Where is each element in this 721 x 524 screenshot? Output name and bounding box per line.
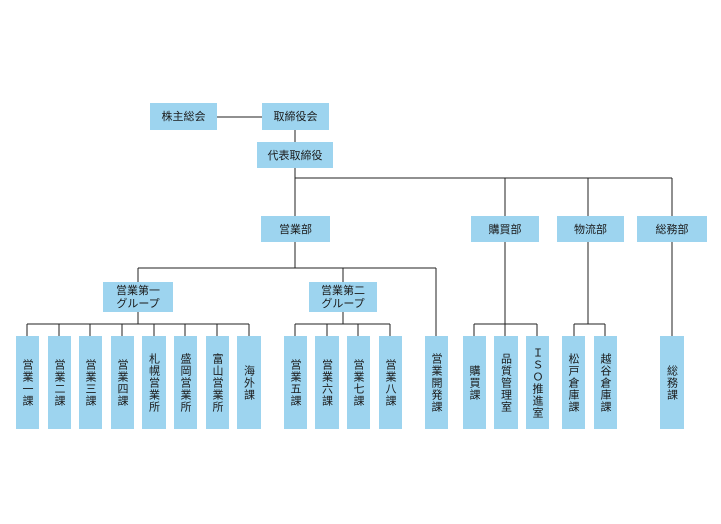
unit-box: 越谷倉庫課 <box>594 336 617 429</box>
unit-box: 営業六課 <box>315 336 339 429</box>
general-affairs-department-box: 総務部 <box>637 216 707 242</box>
unit-box: 札幌営業所 <box>142 336 166 429</box>
unit-label: 営業一課 <box>21 358 34 407</box>
board-of-directors-label: 取締役会 <box>273 110 318 123</box>
unit-box: 営業八課 <box>379 336 402 429</box>
unit-box: 営業五課 <box>284 336 307 429</box>
sales-group-2-box: 営業第二 グループ <box>309 282 377 312</box>
sales-development-box: 営業開発課 <box>425 336 448 429</box>
unit-label: 営業三課 <box>84 358 97 407</box>
unit-label: 営業四課 <box>116 358 129 407</box>
unit-label: 営業二課 <box>53 358 66 407</box>
unit-box: 営業三課 <box>79 336 102 429</box>
unit-box: 盛岡営業所 <box>174 336 197 429</box>
unit-label: 富山営業所 <box>211 352 224 413</box>
purchasing-department-box: 購買部 <box>471 216 539 242</box>
unit-box: 海外課 <box>237 336 261 429</box>
unit-box: 営業四課 <box>111 336 134 429</box>
unit-label: 札幌営業所 <box>147 352 161 413</box>
sales-group-1-label: 営業第一 グループ <box>116 284 160 310</box>
unit-box: 購買課 <box>463 336 486 429</box>
sales-group-1-box: 営業第一 グループ <box>103 282 173 312</box>
sales-department-box: 営業部 <box>261 216 330 242</box>
unit-label: 盛岡営業所 <box>179 352 192 413</box>
unit-box: 富山営業所 <box>206 336 229 429</box>
sales-department-label: 営業部 <box>279 222 312 236</box>
unit-label: 営業七課 <box>352 358 365 407</box>
representative-director-box: 代表取締役 <box>257 142 333 168</box>
unit-box: ＩＳＯ推進室 <box>526 336 549 429</box>
unit-box: 品質管理室 <box>494 336 518 429</box>
unit-box: 松戸倉庫課 <box>562 336 585 429</box>
unit-box: 営業二課 <box>48 336 71 429</box>
unit-label: 品質管理室 <box>499 352 513 413</box>
unit-box: 営業一課 <box>16 336 39 429</box>
representative-director-label: 代表取締役 <box>267 148 323 162</box>
unit-label: ＩＳＯ推進室 <box>531 346 544 419</box>
purchasing-department-label: 購買部 <box>488 222 522 236</box>
logistics-department-box: 物流部 <box>557 216 624 242</box>
shareholders-meeting-label: 株主総会 <box>161 110 206 123</box>
unit-label: 営業八課 <box>384 358 397 407</box>
unit-box: 営業七課 <box>347 336 370 429</box>
unit-label: 松戸倉庫課 <box>567 352 580 413</box>
unit-box: 総務課 <box>660 336 684 429</box>
general-affairs-department-label: 総務部 <box>655 222 689 236</box>
unit-label: 海外課 <box>242 364 256 401</box>
shareholders-meeting-box: 株主総会 <box>150 103 217 130</box>
unit-label: 営業六課 <box>320 358 334 407</box>
sales-development-label: 営業開発課 <box>430 352 443 413</box>
logistics-department-label: 物流部 <box>574 222 607 236</box>
sales-group-2-label: 営業第二 グループ <box>321 284 365 310</box>
unit-label: 営業五課 <box>289 358 302 407</box>
unit-label: 購買課 <box>468 364 481 401</box>
unit-label: 越谷倉庫課 <box>599 352 612 413</box>
board-of-directors-box: 取締役会 <box>262 103 329 130</box>
unit-label: 総務課 <box>665 364 679 401</box>
